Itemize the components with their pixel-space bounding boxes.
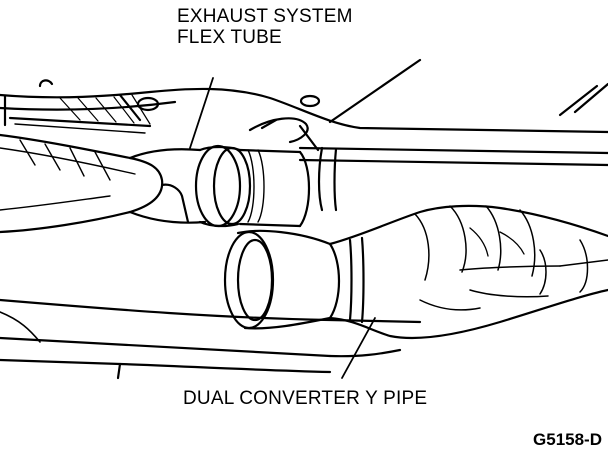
underbody: [0, 58, 608, 380]
flex-tube-label-line1: EXHAUST SYSTEM: [177, 6, 353, 27]
leader-lines: [189, 77, 376, 379]
flex-tube-callout: EXHAUST SYSTEM FLEX TUBE: [177, 6, 353, 48]
flex-tube: [194, 144, 311, 228]
figure-code: G5158-D: [533, 430, 602, 449]
y-pipe-leader: [341, 317, 376, 379]
y-pipe-label: DUAL CONVERTER Y PIPE: [183, 388, 428, 409]
dual-converter: [328, 204, 608, 340]
left-converter: [0, 133, 207, 234]
y-pipe-flange: [223, 229, 341, 330]
flex-tube-label-line2: FLEX TUBE: [177, 27, 282, 48]
flex-tube-leader: [189, 77, 214, 149]
